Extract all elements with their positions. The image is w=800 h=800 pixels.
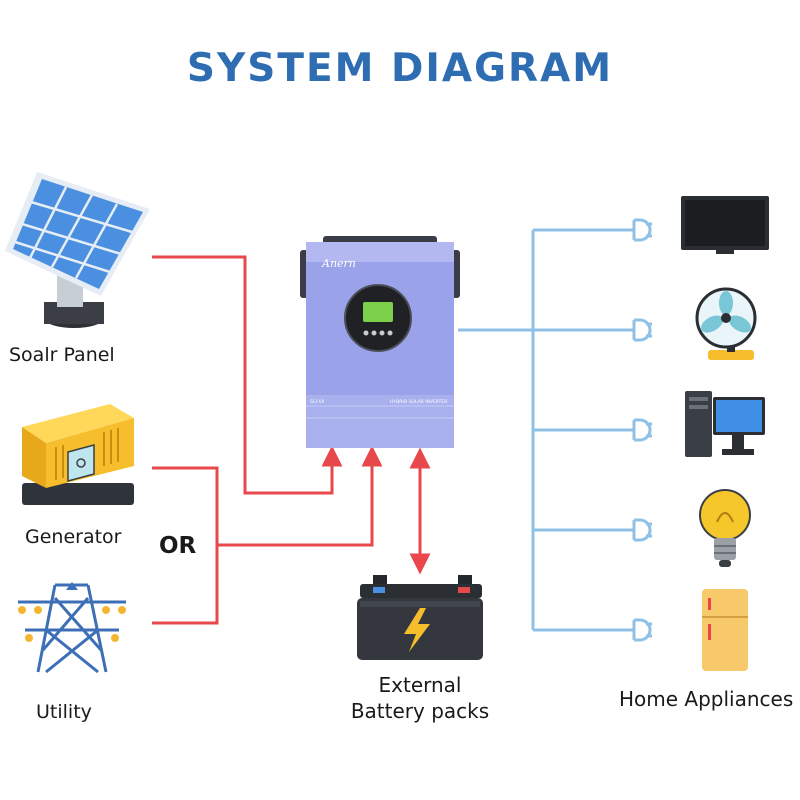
diagram-title: SYSTEM DIAGRAM [186, 46, 614, 91]
fan-icon [695, 287, 757, 360]
light-bulb-icon [699, 489, 751, 567]
utility-connector [152, 545, 219, 625]
battery-label: External Battery packs [330, 672, 510, 724]
solar-panel-label: Soalr Panel [9, 344, 115, 366]
utility-tower-icon [18, 582, 126, 674]
inverter-unit: Anern SCI-VII HYBRID SOLAR INVERTER [300, 236, 460, 448]
or-label: OR [159, 533, 197, 559]
generator-label: Generator [25, 526, 122, 548]
generator-connector [152, 445, 383, 547]
desktop-computer-icon [685, 391, 765, 457]
inverter-product-tag: HYBRID SOLAR INVERTER [390, 399, 447, 405]
refrigerator-icon [702, 589, 748, 671]
plug-icon [632, 218, 652, 242]
inverter-brand: Anern [321, 257, 356, 270]
generator-icon [22, 404, 134, 505]
plug-icon [632, 318, 652, 342]
output-connectors [458, 228, 634, 632]
battery-label-line2: Battery packs [350, 699, 490, 723]
lcd-screen [363, 302, 393, 322]
home-appliances-label: Home Appliances [619, 687, 794, 711]
plug-icon [632, 418, 652, 442]
plug-icon [632, 618, 652, 642]
inverter-model-tag: SCI-VII [310, 399, 324, 405]
input-connectors [152, 255, 431, 625]
battery-label-line1: External [378, 673, 462, 697]
solar-connector [152, 255, 343, 495]
tv-icon [681, 196, 769, 254]
plug-icon [632, 518, 652, 542]
utility-label: Utility [36, 701, 92, 723]
plug-icons [632, 218, 652, 642]
solar-panel-icon [5, 172, 150, 328]
battery-icon [357, 575, 483, 660]
